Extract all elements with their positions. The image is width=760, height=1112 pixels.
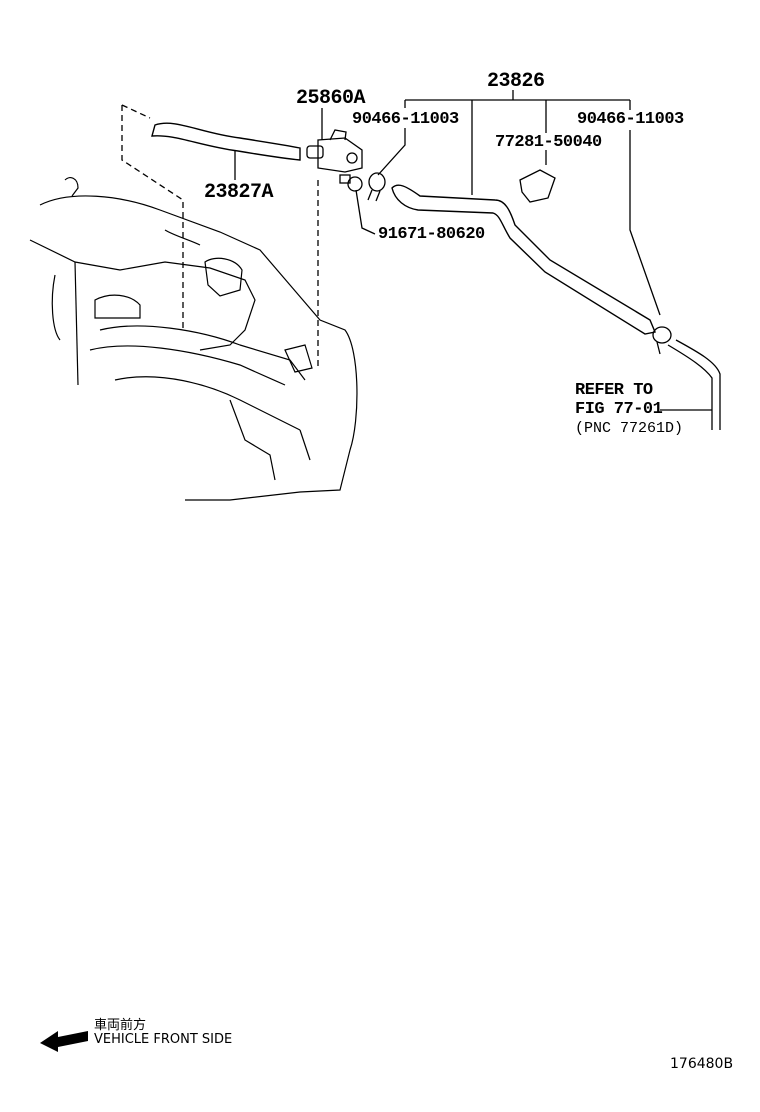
hose-23827a: [151, 122, 301, 161]
hose-ref: [667, 339, 721, 430]
bolt: [339, 174, 363, 192]
leader-lines: [234, 108, 712, 411]
clamp: [519, 169, 556, 203]
callout-clamp: 77281-50040: [495, 133, 602, 152]
callout-vsv: 25860A: [296, 87, 366, 110]
callout-clip-right: 90466-11003: [577, 110, 684, 129]
hose-23826: [391, 184, 656, 335]
reference-line2: FIG 77-01: [575, 400, 663, 419]
reference-line1: REFER TO: [575, 381, 653, 400]
callout-assembly: 23826: [487, 70, 545, 93]
callout-clip-left: 90466-11003: [352, 110, 459, 129]
figure-id: 176480B: [670, 1056, 734, 1072]
callout-hose: 23827A: [204, 181, 274, 204]
clip-right: [652, 326, 672, 355]
clip-left: [367, 172, 386, 202]
left-arrow-icon: [40, 1031, 88, 1052]
front-label-jp: 車両前方: [94, 1018, 147, 1033]
vsv-valve: [306, 129, 363, 173]
assembly-bracket: [404, 90, 631, 195]
callout-bolt: 91671-80620: [378, 225, 485, 244]
reference-line3: (PNC 77261D): [575, 420, 684, 437]
front-label-en: VEHICLE FRONT SIDE: [94, 1032, 233, 1047]
alignment-dashes: [121, 104, 319, 370]
engine-outline: [29, 177, 358, 501]
